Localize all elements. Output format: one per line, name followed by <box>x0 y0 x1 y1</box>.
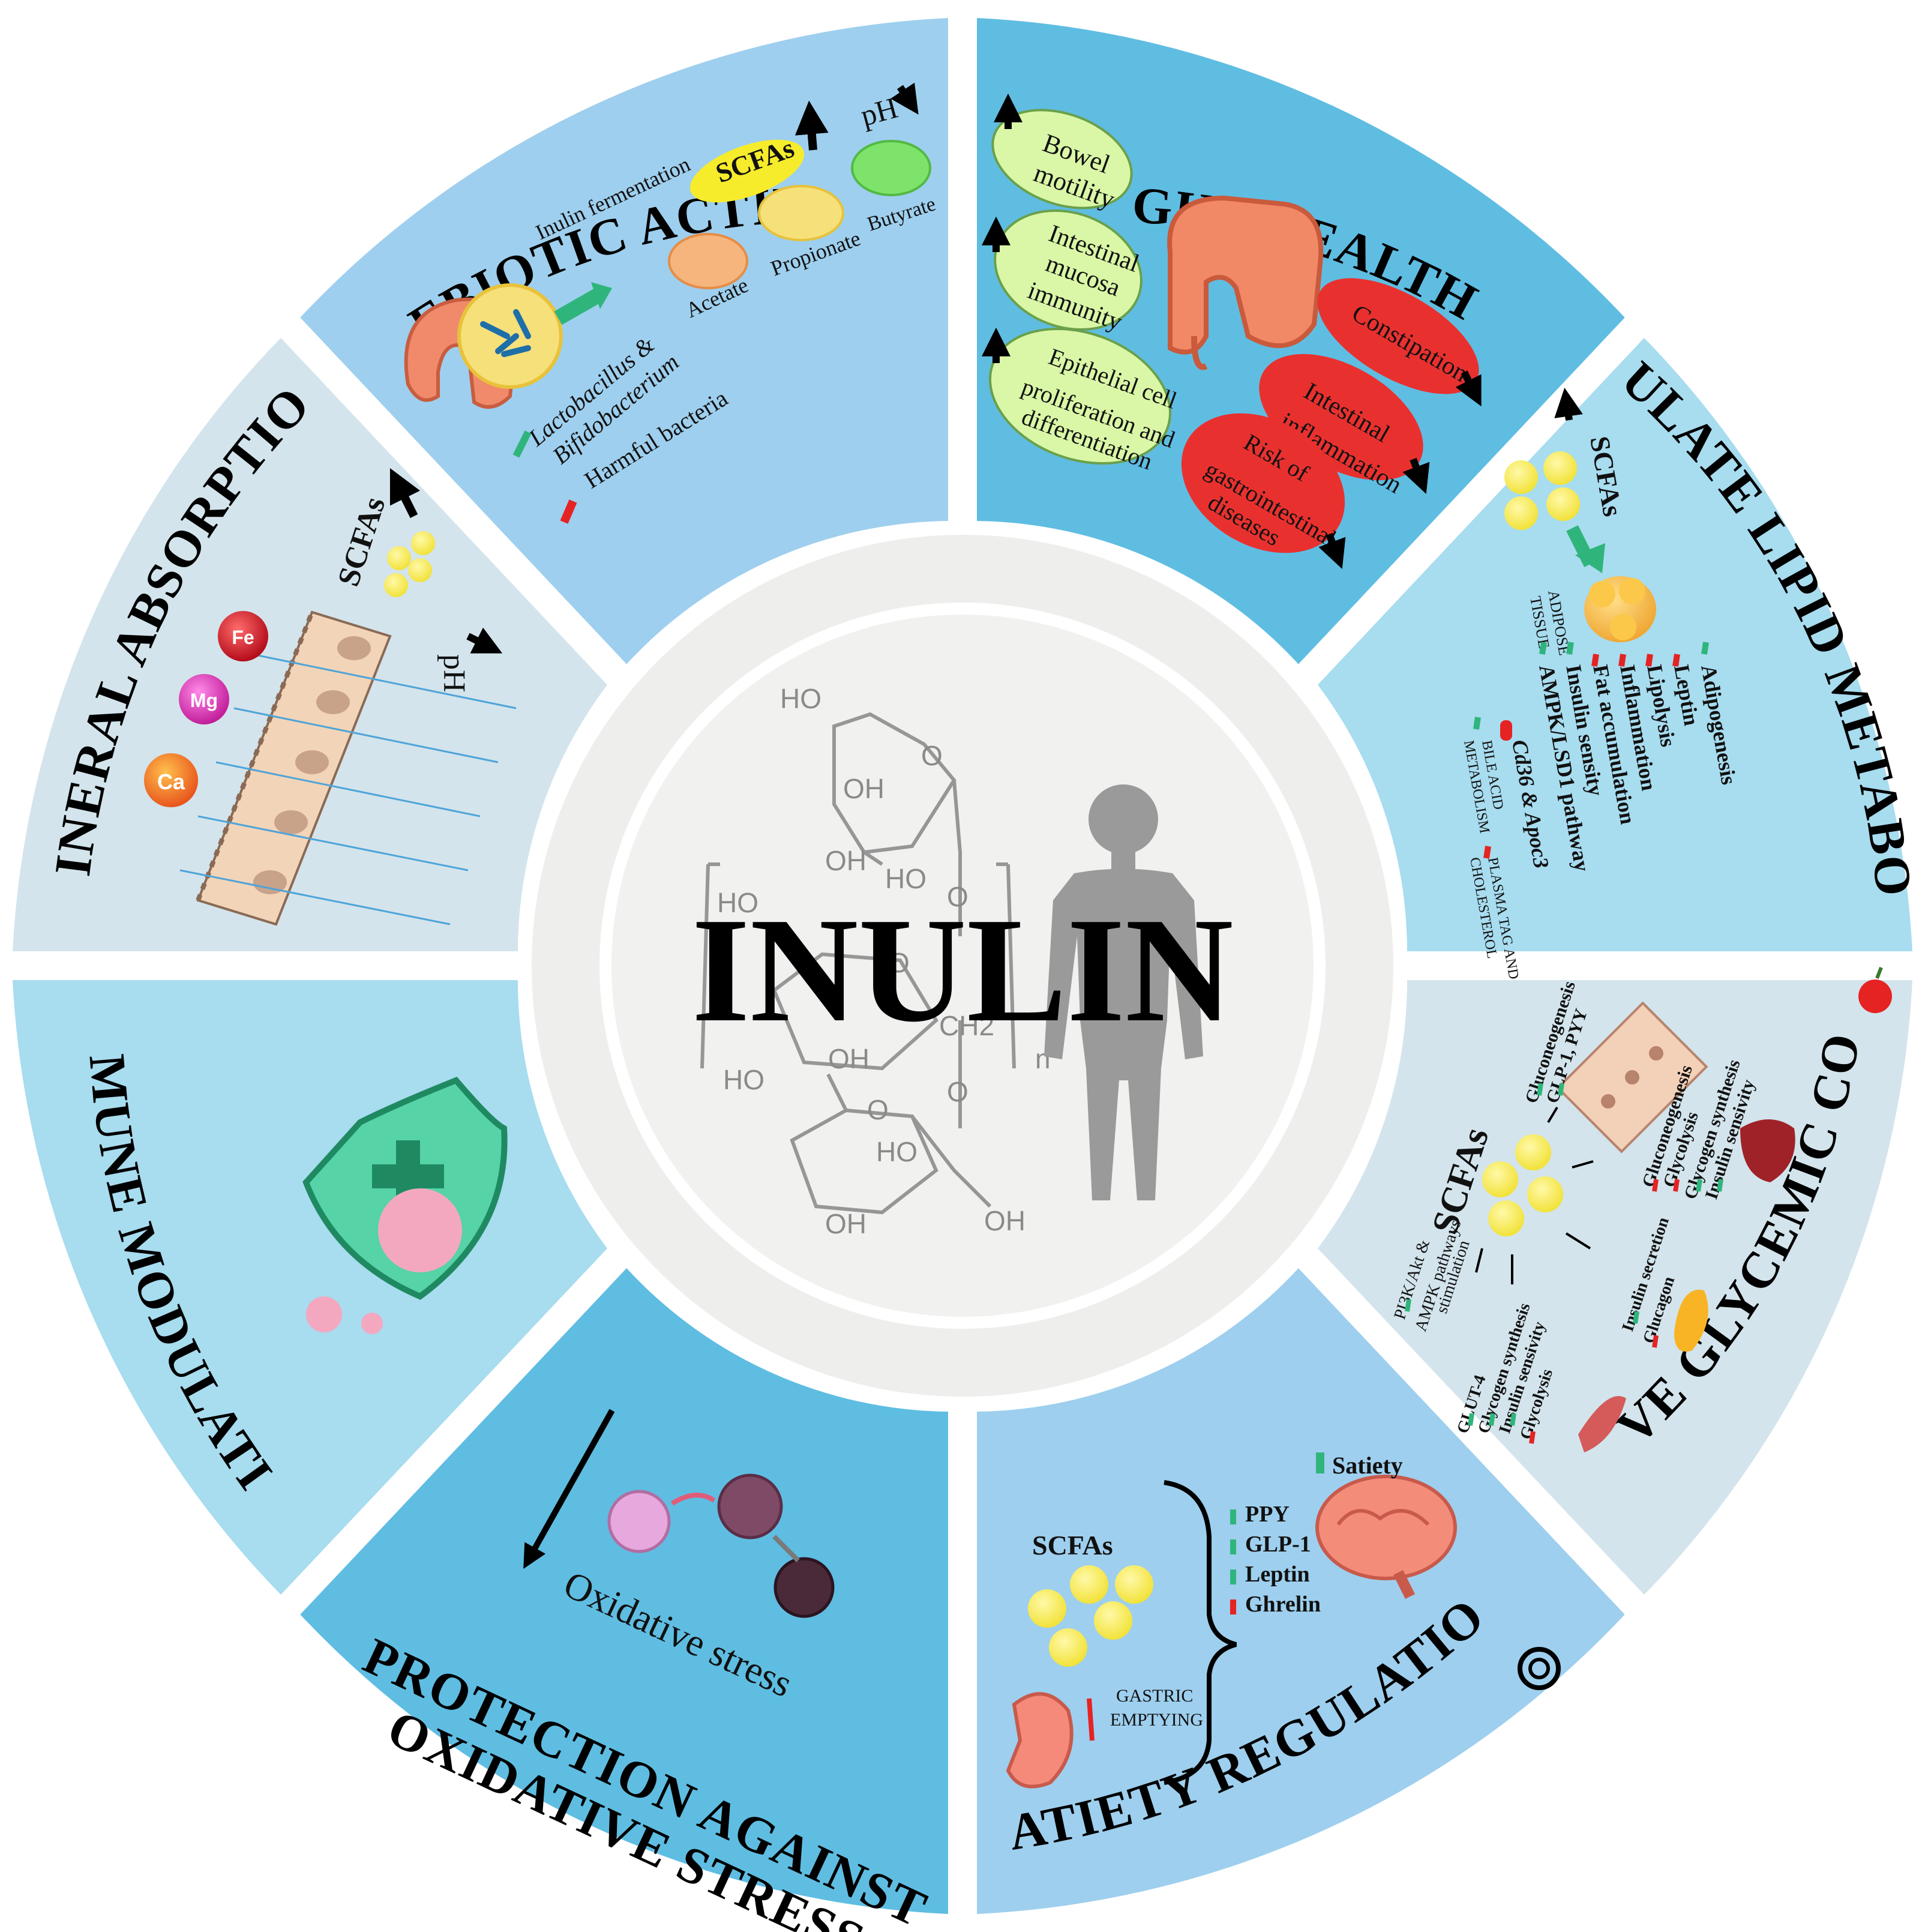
gastric-decrease-arrow-icon <box>1087 1698 1095 1741</box>
apple-icon <box>1858 966 1892 1013</box>
chem-label: HO <box>723 1064 764 1095</box>
colon-large-icon <box>1167 195 1324 370</box>
chem-label: HO <box>717 887 758 918</box>
cd36-marker-icon <box>1500 720 1512 741</box>
chem-label: OH <box>843 773 884 804</box>
mineral-scfa-molecules-icon <box>384 531 435 597</box>
scfas-badge <box>689 139 805 203</box>
liver-icon <box>1740 1119 1795 1182</box>
chem-label: HO <box>780 683 821 714</box>
gastric-line: GASTRIC <box>1116 1686 1193 1706</box>
inulin-structure <box>700 712 1016 1215</box>
scfas-increase-arrow-icon <box>794 100 829 151</box>
glycemic-arrows <box>1405 1083 1723 1444</box>
cells-icon <box>607 1473 835 1618</box>
mg-ion-icon: Mg <box>179 674 229 724</box>
chem-label: O <box>888 947 910 978</box>
chem-label: O <box>921 740 943 771</box>
hormone-item: Leptin <box>1245 1562 1310 1587</box>
sector-lipid <box>1318 338 1912 951</box>
ca-label: Ca <box>157 769 185 794</box>
hormone-item: GLP-1 <box>1245 1532 1311 1557</box>
fe-ion-icon: Fe <box>218 611 268 661</box>
chem-label: O <box>867 1094 889 1125</box>
chem-label: CH2 <box>939 1010 994 1041</box>
chem-label: OH <box>825 845 866 876</box>
decrease-arrow-icon <box>560 499 577 524</box>
decrease-arrow-icon <box>1318 532 1346 569</box>
inulin-structure-labels: HO OH O OH HO O HO O CH2 n OH O HO O HO … <box>717 683 1051 1239</box>
satiety-label: Satiety <box>1332 1452 1403 1479</box>
brain-icon <box>1315 1475 1457 1599</box>
muscle-icon <box>1578 1396 1626 1452</box>
fermentation-arrow <box>554 287 604 325</box>
acetate-molecule-icon <box>668 233 748 289</box>
scfas-increase-arrow-icon <box>389 468 421 519</box>
butyrate-molecule-icon <box>851 140 931 196</box>
plate-icon <box>1518 1647 1561 1690</box>
mucosa-immunity-badge: Intestinal mucosa immunity <box>982 209 1143 336</box>
gastric-line: EMPTYING <box>1110 1710 1203 1730</box>
chem-label: O <box>947 1076 969 1107</box>
chem-label: OH <box>825 1208 866 1239</box>
brace-icon <box>1164 1480 1237 1785</box>
chem-label: OH <box>828 1043 869 1074</box>
stomach-icon <box>1006 1692 1074 1789</box>
fermentation-arrowhead <box>591 282 612 309</box>
scfas-increase-arrow-icon <box>1554 387 1583 421</box>
propionate-molecule-icon <box>758 185 844 241</box>
decrease-arrow-icon <box>1455 370 1482 407</box>
center-title: INULIN <box>692 887 1234 1053</box>
virus-icon <box>306 1188 462 1334</box>
risk-badge: Risk of gastrointestinal diseases <box>1181 413 1346 569</box>
chem-label: HO <box>876 1136 917 1167</box>
chem-label: O <box>947 881 969 912</box>
decrease-arrow-icon <box>523 1409 615 1569</box>
to-adipose-arrowhead <box>1575 543 1605 573</box>
ph-decrease-arrow-icon <box>890 82 919 115</box>
ph-decrease-arrow-icon <box>466 627 503 654</box>
pancreas-icon <box>1674 1289 1708 1352</box>
glycemic-scfa-molecules-icon <box>1482 1134 1563 1236</box>
satiety-scfas-label: SCFAs <box>1032 1530 1113 1560</box>
increase-arrow-icon <box>512 430 532 458</box>
adipose-tissue-icon <box>1584 576 1656 642</box>
sector-satiety <box>977 1268 1625 1914</box>
epithelium-icon <box>196 610 392 926</box>
decrease-arrow-icon <box>1402 457 1430 494</box>
bacteria-circle-icon <box>457 283 563 389</box>
fe-label: Fe <box>232 627 254 648</box>
satiety-scfa-molecules-icon <box>1028 1565 1153 1667</box>
bowel-motility-badge: Bowel motility <box>991 93 1133 214</box>
scfa-molecules-icon <box>1504 451 1580 530</box>
hormones-list: PPY GLP-1 Leptin Ghrelin <box>1245 1502 1321 1617</box>
lipid-arrows <box>1473 642 1709 859</box>
chem-label: HO <box>885 863 926 894</box>
intestinal-cells-icon <box>1556 1001 1708 1154</box>
human-silhouette <box>1044 784 1203 1200</box>
ca-ion-icon: Ca <box>144 753 198 807</box>
glycemic-connectors <box>1475 1106 1594 1284</box>
mineral-ph-label: pH <box>437 654 471 693</box>
ion-flow-lines <box>179 653 517 925</box>
hormone-item: Ghrelin <box>1245 1592 1321 1617</box>
sector-oxidative <box>300 1268 948 1914</box>
sector-prebiotic <box>300 18 948 664</box>
chem-label: OH <box>984 1205 1026 1236</box>
mg-label: Mg <box>190 690 218 711</box>
hormone-item: PPY <box>1245 1502 1290 1527</box>
